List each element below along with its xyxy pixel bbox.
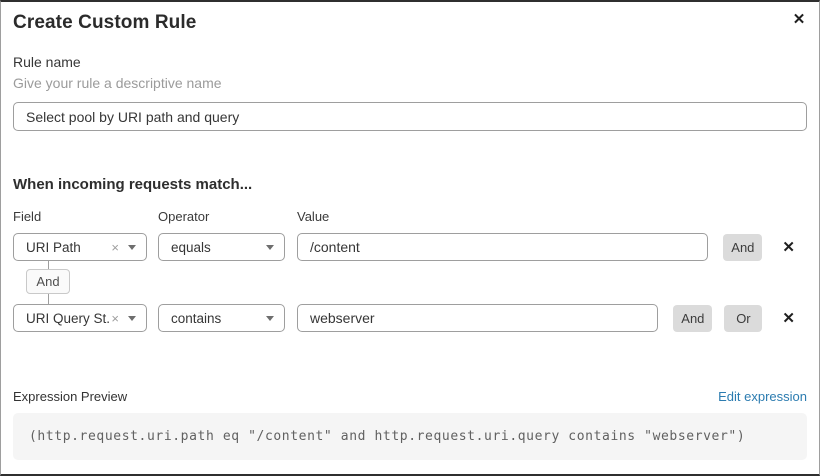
close-icon: ✕	[792, 11, 806, 28]
chevron-down-icon	[266, 315, 274, 321]
field-column-label: Field	[13, 209, 42, 224]
clear-icon[interactable]: ×	[111, 239, 119, 255]
expression-preview-header: Expression Preview Edit expression	[13, 389, 807, 404]
edit-expression-link[interactable]: Edit expression	[718, 389, 807, 404]
column-labels: Field Operator Value	[13, 209, 807, 224]
connector-line	[47, 261, 49, 269]
condition-row-1: URI Path × equals And ✕	[13, 233, 807, 261]
field-select-1[interactable]: URI Path ×	[13, 233, 147, 261]
remove-condition-button-2[interactable]: ✕	[782, 311, 795, 326]
and-button-row-2[interactable]: And	[673, 304, 713, 332]
rule-name-label: Rule name	[13, 54, 81, 70]
logic-connector: And	[26, 261, 70, 304]
rule-name-input[interactable]	[13, 102, 807, 131]
chevron-down-icon	[266, 244, 274, 250]
chevron-down-icon	[128, 244, 136, 250]
field-select-1-value: URI Path	[26, 239, 81, 255]
operator-select-2-value: contains	[171, 310, 222, 326]
field-select-2[interactable]: URI Query St... ×	[13, 304, 147, 332]
expression-code: (http.request.uri.path eq "/content" and…	[13, 413, 807, 460]
value-column-label: Value	[297, 209, 330, 224]
connector-and-badge[interactable]: And	[26, 269, 70, 294]
close-button[interactable]: ✕	[787, 8, 811, 32]
rule-name-helper: Give your rule a descriptive name	[13, 75, 222, 91]
page-title: Create Custom Rule	[13, 12, 197, 33]
chevron-down-icon	[128, 315, 136, 321]
remove-condition-icon: ✕	[782, 309, 795, 327]
value-input-1[interactable]	[297, 233, 709, 261]
connector-line	[47, 294, 49, 304]
operator-select-2[interactable]: contains	[158, 304, 285, 332]
match-heading: When incoming requests match...	[13, 176, 253, 193]
remove-condition-button-1[interactable]: ✕	[782, 240, 795, 255]
operator-select-1-value: equals	[171, 239, 211, 255]
operator-column-label: Operator	[158, 209, 210, 224]
field-select-2-value: URI Query St...	[26, 310, 112, 326]
and-button-row-1[interactable]: And	[723, 233, 763, 261]
expression-preview-label: Expression Preview	[13, 389, 128, 404]
value-input-2[interactable]	[297, 304, 659, 332]
condition-row-2: URI Query St... × contains And Or ✕	[13, 304, 807, 332]
operator-select-1[interactable]: equals	[158, 233, 285, 261]
clear-icon[interactable]: ×	[111, 310, 119, 326]
or-button-row-2[interactable]: Or	[724, 304, 763, 332]
remove-condition-icon: ✕	[782, 238, 795, 256]
